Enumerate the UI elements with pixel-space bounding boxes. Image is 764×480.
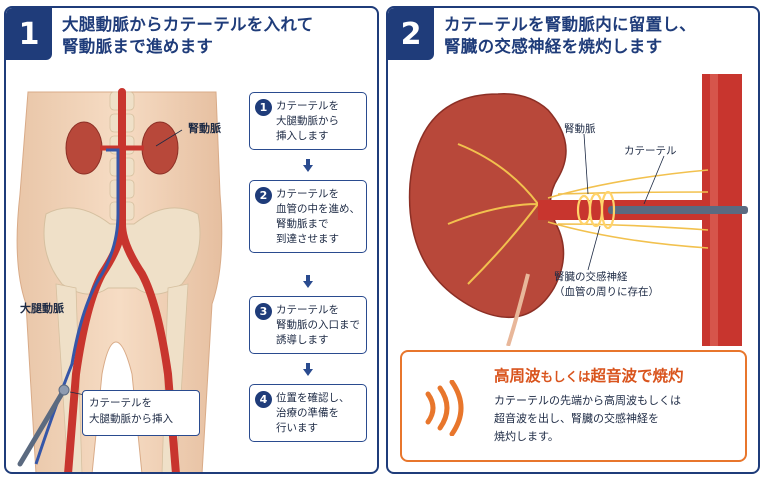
step1-title: 大腿動脈からカテーテルを入れて 腎動脈まで進めます [62,15,314,56]
catheter-label: カテーテル [624,145,677,157]
anatomy-illustration [16,88,223,472]
catheter-path [34,148,120,465]
ablation-description: カテーテルの先端から高周波もしくは 超音波を出し、腎臓の交感神経を 焼灼します。 [494,394,681,443]
down-arrow-icon [303,275,313,288]
step-number: 1 [255,99,272,116]
pelvis [43,207,201,295]
step1-panel: 1 大腿動脈からカテーテルを入れて 腎動脈まで進めます [4,6,379,474]
renal-artery-label: 腎動脈 [188,122,221,135]
catheter-tool [17,387,67,467]
step-number: 3 [255,303,272,320]
step-number: 4 [255,391,272,408]
kidney [408,93,567,319]
sympathetic-nerve-label: 腎臓の交感神経 （血管の周りに存在） [554,271,659,298]
ablation-info-box: 高周波もしくは超音波で焼灼 カテーテルの先端から高周波もしくは 超音波を出し、腎… [400,350,747,462]
step-number: 2 [255,187,272,204]
step2-title: カテーテルを腎動脈内に留置し、 腎臓の交感神経を焼灼します [444,15,696,56]
energy-rings [576,190,616,230]
nerve-branches-kidney [447,143,539,285]
step2-panel: 2 カテーテルを腎動脈内に留置し、 腎臓の交感神経を焼灼します 腎動脈 カテーテ… [386,6,760,474]
step-item-4: 4 位置を確認し、 治療の準備を 行います [249,384,367,442]
catheter [608,206,748,214]
catheter-insert-callout: カテーテルを 大腿動脈から挿入 [82,390,200,436]
ablation-title: 高周波もしくは超音波で焼灼 [494,367,684,385]
step-item-2: 2 カテーテルを 血管の中を進め、 腎動脈まで 到達させます [249,180,367,253]
kidney-right [65,121,103,175]
step-item-3: 3 カテーテルを 腎動脈の入口まで 誘導します [249,296,367,354]
kidney-closeup-illustration [408,74,748,346]
step2-number-badge: 2 [388,8,434,60]
femoral-artery-label: 大腿動脈 [20,302,64,315]
radio-wave-icon [425,380,464,436]
renal-artery-label: 腎動脈 [564,123,596,135]
sympathetic-nerves [547,169,709,249]
catheter-hub [58,384,70,396]
ureter [506,273,530,346]
down-arrow-icon [303,159,313,172]
down-arrow-icon [303,363,313,376]
kidney-left [141,121,179,175]
step-item-1: 1 カテーテルを 大腿動脈から 挿入します [249,92,367,150]
step1-number-badge: 1 [6,8,52,60]
artery-left-branch [118,220,180,472]
